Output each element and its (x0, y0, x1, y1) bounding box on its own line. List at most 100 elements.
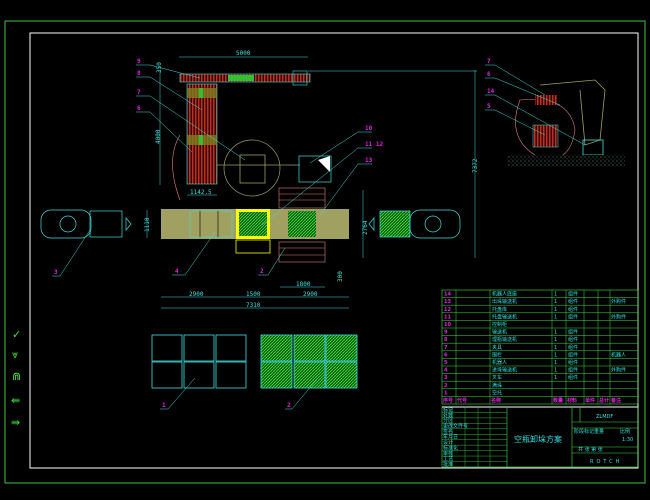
arrow-left-icon[interactable]: ⇚ (11, 394, 20, 407)
pallet-magazine (278, 187, 326, 263)
balloon-1: 1 (162, 402, 166, 409)
dim-bottom-b: 1500 (246, 291, 261, 298)
parts-row-name: 输送机 (492, 329, 507, 336)
balloon-2: 2 (260, 268, 264, 275)
parts-row-qty: 1 (554, 337, 557, 343)
dimension-lines (146, 56, 477, 309)
balloon-2-bottom: 2 (287, 402, 291, 409)
parts-header: 备注 (610, 397, 621, 404)
arrow-right-icon[interactable]: ⇛ (11, 416, 20, 429)
parts-row-name: 出垛输送机 (492, 298, 517, 305)
left-toolbar: ✓ ⩔ ⋒ ⇚ ⇛ (11, 328, 21, 429)
parts-row-qty: 1 (554, 360, 557, 366)
parts-row-no: 5 (444, 360, 448, 366)
balloon-robot-7: 7 (487, 58, 491, 65)
parts-row-no: 2 (444, 383, 448, 389)
parts-row-mat: 组件 (568, 306, 578, 313)
robot-side-view (507, 79, 625, 167)
leader-lines (52, 64, 586, 410)
parts-header: 名称 (491, 397, 501, 404)
scale-label: 比例 (620, 428, 630, 435)
top-conveyor (179, 70, 311, 86)
title-block-label: 签名 (443, 428, 453, 435)
title-block-label: 批准 (443, 461, 453, 468)
parts-row-no: 11 (444, 314, 451, 320)
balloon-9: 9 (137, 58, 141, 65)
parts-row-name: 理瓶输送机 (492, 336, 517, 343)
parts-row-name: 满垛 (492, 382, 502, 389)
balloon-8: 8 (137, 70, 141, 77)
dim-bottom-total: 7310 (246, 302, 261, 309)
pen-icon[interactable]: ⩔ (12, 348, 18, 361)
parts-header: 代号 (456, 397, 467, 404)
parts-row-qty: 1 (554, 345, 557, 351)
parts-row-mat: 组件 (568, 374, 578, 381)
parts-row-name: 机器人 (492, 359, 507, 366)
weight-label: 重量 (594, 428, 604, 435)
parts-row-no: 12 (444, 307, 451, 313)
stage-label: 阶段标记 (574, 428, 594, 435)
parts-row-mat: 组件 (568, 351, 578, 358)
parts-row-name: 空托 (492, 389, 502, 396)
dim-left-conv: 1110 (144, 217, 151, 232)
title-block-label: 更改文件号 (443, 423, 468, 430)
parts-row-name: 托盘输送机 (492, 313, 517, 320)
robot-top-view (217, 139, 300, 197)
balloon-robot-5: 5 (487, 103, 491, 110)
drawing-scale: 1:30 (622, 437, 633, 443)
parts-row-mat: 组件 (568, 329, 578, 336)
company-name: ROTCH (590, 459, 622, 465)
parts-header: 数量 (553, 397, 563, 404)
title-block-label: 工艺 (443, 456, 453, 462)
balloon-4: 4 (175, 268, 179, 275)
sheet-label: 共 张 第 张 (578, 446, 603, 453)
parts-row-no: 14 (444, 292, 451, 298)
parts-row-qty: 1 (554, 352, 557, 358)
full-pallets (260, 334, 358, 389)
balloon-7: 7 (137, 89, 141, 96)
parts-row-qty: 1 (554, 314, 557, 320)
parts-row-note: 机器人 (611, 351, 626, 358)
infeed-vertical-conveyor (172, 83, 218, 201)
parts-row-name: 围栏 (492, 351, 502, 358)
parts-row-mat: 组件 (568, 344, 578, 351)
dim-bottom-c: 2900 (303, 291, 318, 298)
parts-row-mat: 组件 (568, 359, 578, 366)
parts-row-name: 机器人底座 (492, 291, 517, 298)
title-block-label: 设计 (443, 439, 453, 446)
arch-icon[interactable]: ⋒ (12, 370, 21, 383)
parts-row-qty: 1 (554, 292, 557, 298)
main-conveyor (161, 209, 349, 254)
parts-header: 材料 (567, 397, 577, 404)
title-block-label: 标准化 (443, 444, 458, 451)
parts-row-name: 夹具 (492, 344, 502, 351)
parts-header: 序号 (442, 397, 453, 404)
check-icon[interactable]: ✓ (12, 328, 21, 341)
title-block-label: 审核 (443, 450, 453, 457)
dim-pallet-width: 1800 (296, 281, 311, 288)
model-space-border (4, 20, 646, 484)
balloon-13: 13 (365, 157, 373, 164)
parts-row-qty: 1 (554, 330, 557, 336)
parts-row-qty: 1 (554, 375, 557, 381)
parts-header: 单件 (585, 397, 595, 404)
parts-row-no: 4 (444, 368, 448, 374)
title-block-label: 处数 (443, 412, 453, 419)
balloon-robot-6: 6 (487, 71, 491, 78)
forklift-right (368, 209, 461, 239)
forklift-left (40, 209, 132, 239)
dim-top-width: 5000 (236, 50, 251, 57)
drawing-code: ZLMDF (596, 414, 613, 420)
parts-row-name: 进垛输送机 (492, 367, 517, 374)
parts-row-no: 3 (444, 375, 448, 381)
parts-row-qty: 1 (554, 299, 557, 305)
parts-row-name: 托盘库 (492, 306, 507, 313)
parts-row-qty: 1 (554, 307, 557, 313)
parts-row-no: 10 (444, 322, 451, 328)
dim-left-height: 4000 (155, 129, 162, 144)
dim-cell-width: 1142.5 (190, 189, 212, 196)
balloon-11-12: 11 12 (365, 141, 383, 148)
parts-row-no: 6 (444, 352, 448, 358)
